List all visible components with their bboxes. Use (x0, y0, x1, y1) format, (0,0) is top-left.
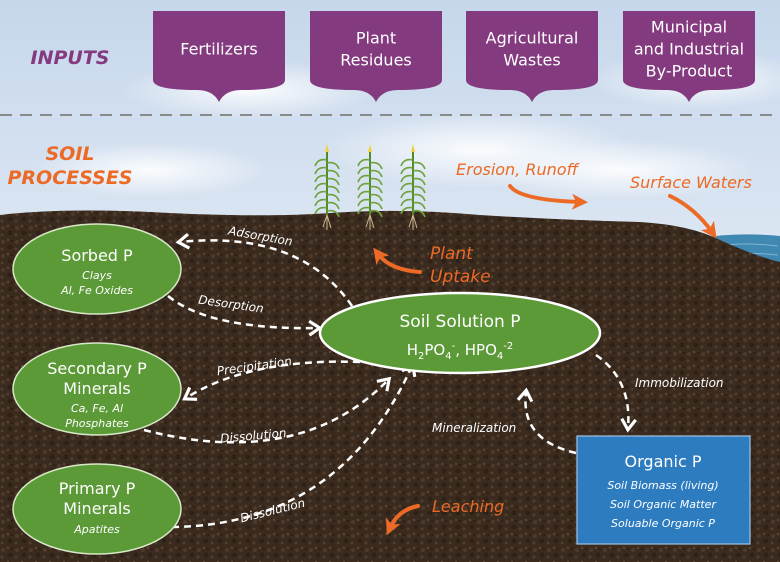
primary-p-title-2: Minerals (63, 499, 130, 518)
loss-arrows (373, 184, 717, 536)
soil-solution-p-pool: Soil Solution P H2PO4-, HPO4-2 (318, 291, 602, 375)
primary-p-sub1: Apatites (73, 523, 120, 536)
dissolution-secondary-label: Dissolution (220, 426, 287, 446)
input-badge-0: Fertilizers (153, 11, 285, 102)
organic-p-line-3: Soluable Organic P (611, 517, 715, 530)
input-badge-label: Fertilizers (180, 40, 258, 59)
corn-plant-icon (357, 144, 383, 230)
plant-uptake-label-1: Plant (430, 244, 474, 264)
sorbed-p-pool: Sorbed P Clays Al, Fe Oxides (12, 223, 182, 315)
immobilization-arrow (595, 353, 637, 433)
input-badge-shape (310, 11, 442, 102)
secondary-p-sub1: Ca, Fe, Al (71, 402, 123, 415)
precipitation-arrow (182, 360, 361, 401)
input-badge-label: Agricultural (486, 29, 579, 48)
soil-solution-p-formula: H2PO4-, HPO4-2 (407, 341, 514, 362)
sorbed-p-sub2: Al, Fe Oxides (60, 284, 133, 297)
organic-p-line-1: Soil Biomass (living) (607, 479, 718, 492)
sorbed-p-title: Sorbed P (61, 246, 133, 265)
soil-processes-heading-line2: PROCESSES (8, 167, 133, 189)
immobilization-label: Immobilization (635, 376, 724, 390)
surface-waters-arrow (668, 194, 717, 239)
sorbed-p-sub1: Clays (82, 269, 112, 282)
erosion-arrow (508, 184, 588, 210)
secondary-p-sub2: Phosphates (65, 417, 129, 430)
process-arrows (143, 232, 637, 529)
input-badge-label: Plant (356, 29, 396, 48)
input-badge-shape (466, 11, 598, 102)
input-badge-label: and Industrial (634, 40, 744, 59)
plant-uptake-label-2: Uptake (430, 267, 491, 287)
corn-plant-icon (314, 144, 340, 230)
surface-waters-label: Surface Waters (630, 173, 752, 192)
erosion-runoff-label: Erosion, Runoff (456, 160, 581, 179)
input-badge-label: Residues (340, 51, 412, 70)
organic-p-line-2: Soil Organic Matter (610, 498, 717, 511)
primary-p-minerals-pool: Primary P Minerals Apatites (12, 463, 182, 555)
primary-p-title-1: Primary P (59, 479, 136, 498)
leaching-label: Leaching (432, 497, 504, 516)
adsorption-arrow (175, 232, 354, 307)
dissolution-secondary-arrow (143, 376, 392, 444)
input-badge-shape (153, 11, 285, 102)
secondary-p-title-2: Minerals (63, 379, 130, 398)
secondary-p-minerals-pool: Secondary P Minerals Ca, Fe, Al Phosphat… (12, 342, 182, 436)
input-badge-shape (623, 11, 755, 102)
soil-processes-heading-line1: SOIL (45, 143, 94, 165)
mineralization-label: Mineralization (432, 421, 516, 435)
secondary-p-title-1: Secondary P (47, 359, 147, 378)
input-badge-label: Municipal (651, 18, 727, 37)
dissolution-primary-arrow (171, 361, 417, 529)
leaching-arrow (385, 504, 420, 536)
corn-plant-icon (400, 144, 426, 230)
input-badge-label: Wastes (503, 51, 560, 70)
corn-plants (314, 144, 426, 230)
plant-uptake-arrow (373, 247, 422, 274)
clouds (30, 50, 780, 200)
soil-solution-p-title: Soil Solution P (400, 312, 521, 332)
input-badge-label: By-Product (646, 62, 733, 81)
organic-p-pool: Organic P Soil Biomass (living) Soil Org… (576, 435, 751, 545)
desorption-arrow (167, 295, 323, 337)
inputs-heading: INPUTS (31, 47, 110, 69)
organic-p-title: Organic P (625, 452, 702, 471)
